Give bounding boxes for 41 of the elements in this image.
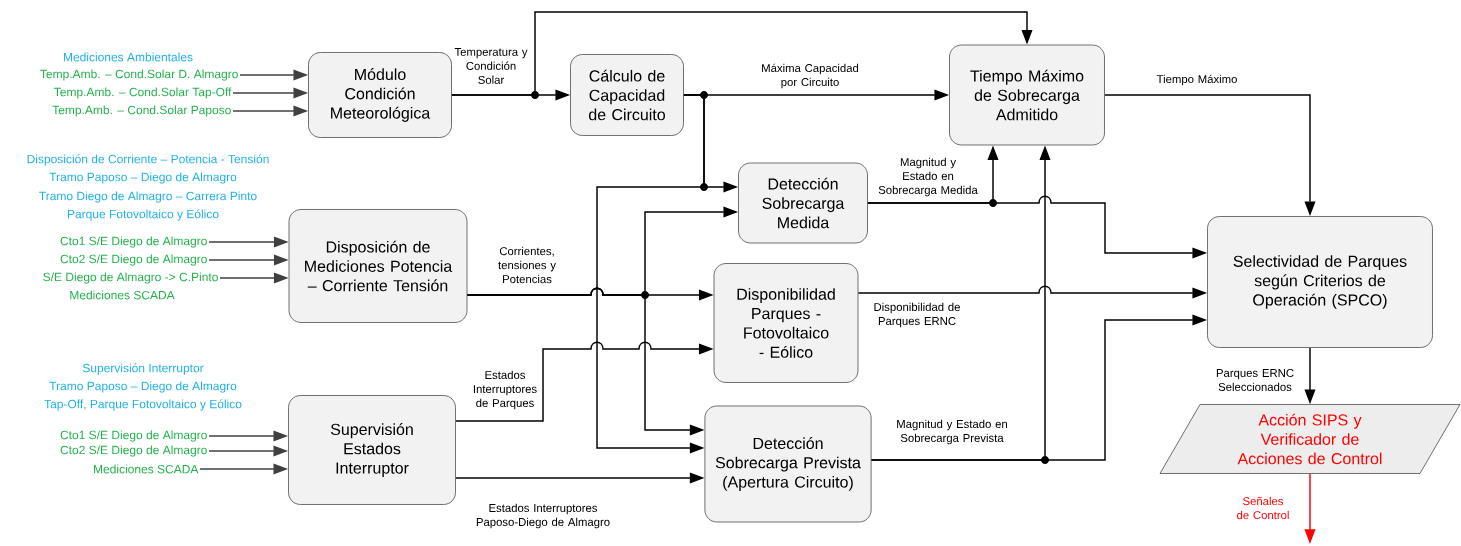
source-heading: Tramo Paposo – Diego de Almagro	[49, 381, 237, 393]
arrow	[596, 94, 705, 454]
edge-label: Parques ERNC Seleccionados	[1216, 369, 1294, 391]
source-heading: Parque Fotovoltaico y Eólico	[67, 209, 219, 221]
edge-label: Estados Interruptores de Parques	[473, 370, 537, 410]
edge-label: Magnitud y Estado en Sobrecarga Prevista	[897, 419, 1007, 445]
signal-label: Cto1 S/E Diego de Almagro	[60, 430, 207, 442]
process-box: Detección Sobrecarga Prevista (Apertura Circuito)	[704, 405, 872, 523]
process-box: Supervisión Estados Interruptor	[288, 395, 456, 505]
signal-label: Cto2 S/E Diego de Almagro	[60, 254, 207, 266]
signal-label: S/E Diego de Almagro -> C.Pinto	[43, 272, 218, 284]
process-box: Cálculo de Capacidad de Circuito	[570, 54, 684, 136]
process-box: Selectividad de Parques según Criterios de Operación (SPCO)	[1207, 216, 1433, 348]
process-box: Tiempo Máximo de Sobrecarga Admitido	[949, 44, 1105, 146]
source-heading: Mediciones Ambientales	[63, 52, 193, 62]
edge-label: Señales de Control	[1237, 496, 1289, 520]
signal-label: Cto2 S/E Diego de Almagro	[60, 445, 207, 457]
edge-label: Corrientes, tensiones y Potencias	[498, 246, 556, 284]
process-box: Módulo Condición Meteorológica	[308, 52, 452, 138]
signal-label: Temp.Amb. – Cond.Solar Paposo	[52, 105, 231, 117]
arrow	[451, 11, 1033, 96]
signal-label: Cto1 S/E Diego de Almagro	[60, 236, 207, 248]
process-box: Disposición de Mediciones Potencia – Corriente Tensión	[288, 209, 468, 323]
edge-label: Máxima Capacidad por Circuito	[762, 63, 859, 89]
process-box: Disponibilidad Parques - Fotovoltaico - Eólico	[713, 263, 859, 383]
action-parallelogram: Acción SIPS y Verificador de Acciones de Control	[1159, 404, 1461, 474]
edge-label: Magnitud y Estado en Sobrecarga Medida	[878, 157, 978, 197]
source-heading: Mediciones SCADA	[70, 290, 175, 300]
edge-label: Estados Interruptores Paposo-Diego de Almagro	[476, 503, 610, 529]
source-heading: Tramo Paposo – Diego de Almagro	[49, 172, 237, 184]
edge-label: Temperatura y Condición Solar	[454, 48, 528, 84]
source-heading: Supervisión Interruptor	[82, 363, 204, 375]
process-box: Detección Sobrecarga Medida	[738, 162, 868, 244]
source-heading: Tramo Diego de Almagro – Carrera Pinto	[39, 191, 257, 203]
signal-label: Temp.Amb. – Cond.Solar Tap-Off	[54, 87, 232, 99]
signal-label: Mediciones SCADA	[94, 464, 199, 474]
signal-label: Temp.Amb. – Cond.Solar D. Almagro	[40, 69, 238, 81]
source-heading: Tap-Off, Parque Fotovoltaico y Eólico	[44, 399, 242, 411]
edge-label: Disponibilidad de Parques ERNC	[874, 302, 960, 328]
edge-label: Tiempo Máximo	[1156, 74, 1237, 86]
source-heading: Disposición de Corriente – Potencia - Tensión	[27, 154, 269, 166]
